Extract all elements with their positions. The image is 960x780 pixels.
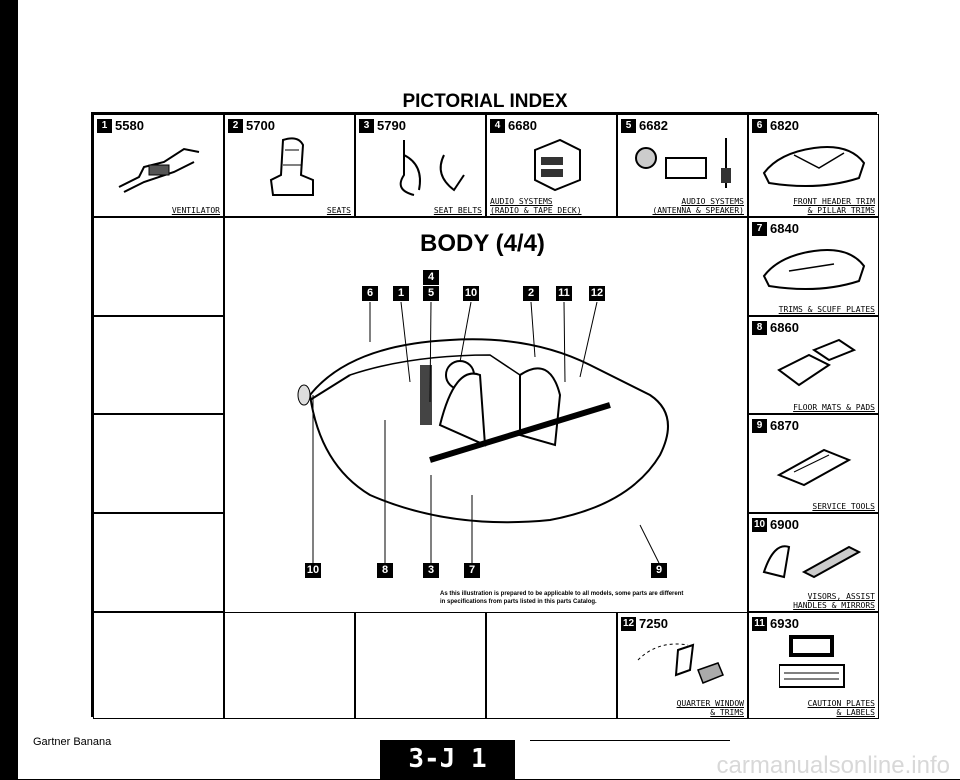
index-number: 10 bbox=[752, 517, 767, 532]
ventilator-illustration bbox=[118, 147, 200, 193]
index-number: 9 bbox=[752, 418, 767, 433]
page-number-tag: 3-J 1 bbox=[380, 740, 515, 779]
index-number: 8 bbox=[752, 320, 767, 335]
callout-label: 7 bbox=[464, 563, 480, 578]
watermark: carmanualsonline.info bbox=[716, 752, 950, 779]
cell-caption: FRONT HEADER TRIM & PILLAR TRIMS bbox=[793, 197, 875, 215]
callout-label: 10 bbox=[463, 286, 479, 301]
part-code: 6900 bbox=[770, 517, 799, 532]
cell-caption: AUDIO SYSTEMS (RADIO & TAPE DECK) bbox=[490, 197, 582, 215]
part-code: 5700 bbox=[246, 118, 275, 133]
callout-label: 2 bbox=[523, 286, 539, 301]
cell-caption: CAUTION PLATES & LABELS bbox=[807, 699, 875, 717]
callout-label: 1 bbox=[393, 286, 409, 301]
cell-caption: SERVICE TOOLS bbox=[812, 502, 875, 511]
cell-caption: VISORS, ASSIST HANDLES & MIRRORS bbox=[793, 592, 875, 610]
callout-label: 4 bbox=[423, 270, 439, 285]
part-code: 6870 bbox=[770, 418, 799, 433]
service-tools-illustration bbox=[776, 448, 852, 487]
index-number: 6 bbox=[752, 118, 767, 133]
empty-cell bbox=[93, 316, 224, 414]
convertible-car-illustration bbox=[297, 338, 669, 524]
cell-caption: SEATS bbox=[326, 206, 351, 215]
callout-label: 10 bbox=[305, 563, 321, 578]
index-number: 5 bbox=[621, 118, 636, 133]
part-code: 5790 bbox=[377, 118, 406, 133]
index-number: 1 bbox=[97, 118, 112, 133]
car-trims-illustration bbox=[762, 249, 866, 291]
leader-lines-bottom bbox=[312, 395, 660, 564]
empty-cell bbox=[224, 612, 355, 719]
divider bbox=[530, 740, 730, 741]
callout-label: 9 bbox=[651, 563, 667, 578]
antenna-speaker-illustration bbox=[635, 138, 731, 188]
part-code: 6840 bbox=[770, 221, 799, 236]
quarter-window-illustration bbox=[637, 643, 724, 684]
empty-cell bbox=[93, 612, 224, 719]
note-line: As this illustration is prepared to be a… bbox=[440, 591, 684, 597]
note-line: in specifications from parts listed in t… bbox=[440, 599, 597, 605]
callout-label: 11 bbox=[556, 286, 572, 301]
callout-label: 12 bbox=[589, 286, 605, 301]
callout-label: 6 bbox=[362, 286, 378, 301]
part-code: 7250 bbox=[639, 616, 668, 631]
index-number: 7 bbox=[752, 221, 767, 236]
seat-illustration bbox=[269, 137, 314, 196]
empty-cell bbox=[486, 612, 617, 719]
cell-caption: VENTILATOR bbox=[171, 206, 220, 215]
part-code: 6930 bbox=[770, 616, 799, 631]
cell-caption: QUARTER WINDOW & TRIMS bbox=[676, 699, 744, 717]
callout-label: 8 bbox=[377, 563, 393, 578]
callout-label: 5 bbox=[423, 286, 439, 301]
visors-handles-mirrors-illustration bbox=[762, 545, 862, 579]
car-front-header-illustration bbox=[762, 146, 866, 188]
cell-caption: TRIMS & SCUFF PLATES bbox=[778, 305, 875, 314]
part-code: 6860 bbox=[770, 320, 799, 335]
cell-caption: FLOOR MATS & PADS bbox=[793, 403, 875, 412]
page-title: PICTORIAL INDEX bbox=[402, 91, 568, 112]
index-number: 11 bbox=[752, 616, 767, 631]
cell-caption: SEAT BELTS bbox=[433, 206, 482, 215]
leader-lines-top bbox=[369, 302, 598, 403]
radio-tape-deck-illustration bbox=[534, 138, 581, 192]
empty-cell bbox=[93, 414, 224, 513]
seat-belts-illustration bbox=[399, 140, 465, 196]
part-code: 5580 bbox=[115, 118, 144, 133]
callout-label: 3 bbox=[423, 563, 439, 578]
empty-cell bbox=[93, 513, 224, 612]
section-title: BODY (4/4) bbox=[420, 230, 545, 257]
applicability-note: As this illustration is prepared to be a… bbox=[440, 590, 740, 606]
index-number: 12 bbox=[621, 616, 636, 631]
cell-caption: AUDIO SYSTEMS (ANTENNA & SPEAKER) bbox=[652, 197, 744, 215]
part-code: 6680 bbox=[508, 118, 537, 133]
floor-mats-illustration bbox=[777, 338, 857, 387]
footer-source-text: Gartner Banana bbox=[33, 736, 112, 748]
part-code: 6820 bbox=[770, 118, 799, 133]
index-number: 2 bbox=[228, 118, 243, 133]
caution-plates-illustration bbox=[779, 635, 845, 688]
index-number: 4 bbox=[490, 118, 505, 133]
part-code: 6682 bbox=[639, 118, 668, 133]
empty-cell bbox=[355, 612, 486, 719]
empty-cell bbox=[93, 217, 224, 316]
index-number: 3 bbox=[359, 118, 374, 133]
